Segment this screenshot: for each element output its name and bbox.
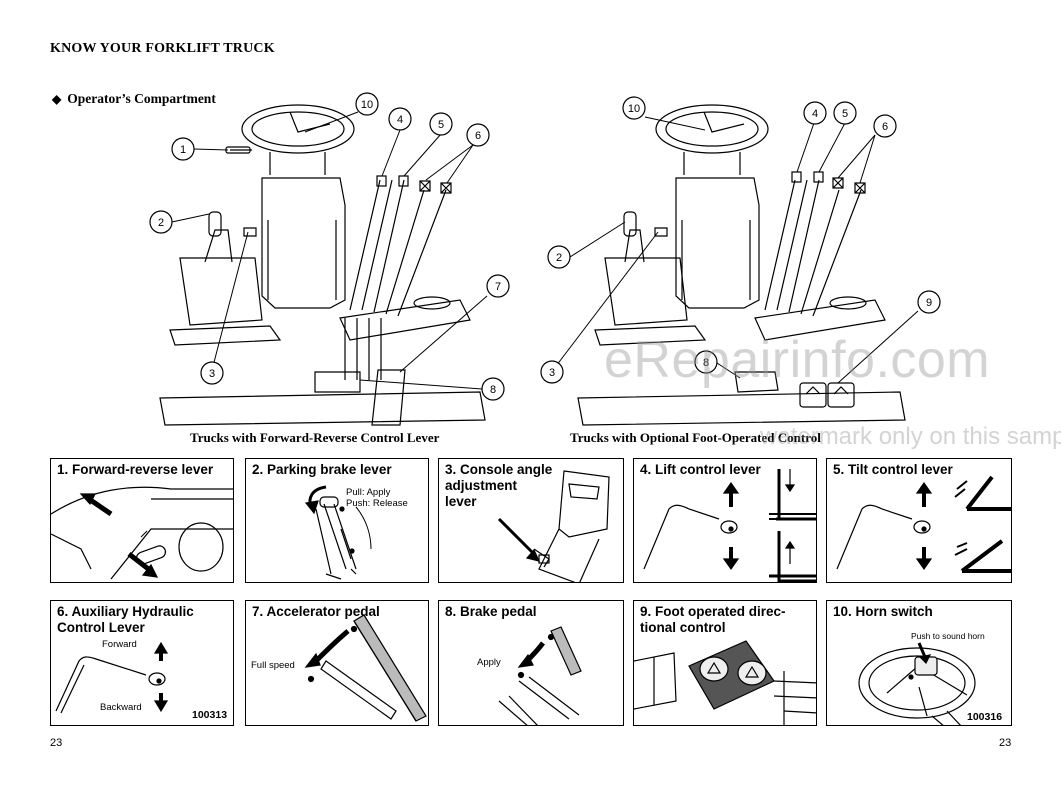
note-apply: Apply bbox=[477, 657, 501, 668]
page-number-left: 23 bbox=[50, 737, 63, 749]
watermark-sub: watermark only on this sample bbox=[760, 423, 1061, 450]
callout-label-left-2: 2 bbox=[158, 217, 164, 229]
callout-label-left-1: 1 bbox=[180, 144, 186, 156]
callout-label-right-5: 5 bbox=[842, 108, 848, 120]
page-title: KNOW YOUR FORKLIFT TRUCK bbox=[50, 41, 275, 56]
figure-code: 100316 bbox=[967, 711, 1003, 723]
callout-5-left bbox=[429, 112, 453, 136]
panel-foot-operated-directional-control: 9. Foot operated direc- tional control bbox=[633, 600, 817, 726]
callout-6-right bbox=[873, 114, 897, 138]
callout-7-left bbox=[486, 274, 510, 298]
note-push-to-sound-horn: Push to sound horn bbox=[911, 631, 985, 641]
callout-label-left-7: 7 bbox=[495, 281, 501, 293]
callout-6-left bbox=[466, 123, 490, 147]
caption-left: Trucks with Forward-Reverse Control Leve… bbox=[190, 430, 440, 445]
figure-code: 100313 bbox=[192, 709, 228, 721]
caption-right: Trucks with Optional Foot-Operated Contr… bbox=[570, 430, 821, 445]
callout-label-left-3: 3 bbox=[209, 368, 215, 380]
callout-5-right bbox=[833, 101, 857, 125]
panel-accelerator-pedal: 7. Accelerator pedal Full speed bbox=[245, 600, 429, 726]
panel-label: 9. Foot operated direc- tional control bbox=[640, 604, 786, 635]
callout-4-left bbox=[388, 107, 412, 131]
panel-console-angle-adjustment-lever: 3. Console angle adjustment lever bbox=[438, 458, 624, 583]
callout-2-right bbox=[547, 245, 571, 269]
callout-label-left-6: 6 bbox=[475, 130, 481, 142]
callout-8-right bbox=[694, 350, 718, 374]
callout-label-left-10: 10 bbox=[361, 99, 373, 111]
panel-label: 6. Auxiliary Hydraulic Control Lever bbox=[57, 604, 194, 635]
note-full-speed: Full speed bbox=[251, 660, 295, 671]
panel-tilt-control-lever: 5. Tilt control lever bbox=[826, 458, 1012, 583]
truck-left-illustration bbox=[159, 104, 486, 426]
panel-label: 5. Tilt control lever bbox=[833, 462, 953, 477]
panel-lift-control-lever: 4. Lift control lever bbox=[633, 458, 817, 583]
callout-label-right-4: 4 bbox=[812, 108, 818, 120]
page-number-right: 23 bbox=[999, 737, 1012, 749]
watermark: eRepairinfo.com bbox=[604, 331, 991, 389]
panel-auxiliary-hydraulic-control-lever: 6. Auxiliary Hydraulic Control Lever For… bbox=[50, 600, 234, 726]
callout-label-left-8: 8 bbox=[490, 384, 496, 396]
panel-label: 3. Console angle adjustment lever bbox=[445, 462, 553, 509]
note-pull-apply: Pull: Apply bbox=[346, 487, 391, 498]
operator-compartment-diagram: 1 2 3 4 5 6 7 8 10 2 3 4 5 6 8 9 10 bbox=[149, 92, 941, 426]
callout-4-right bbox=[803, 101, 827, 125]
callout-10-right bbox=[622, 96, 646, 120]
callout-label-left-4: 4 bbox=[397, 114, 403, 126]
note-forward: Forward bbox=[102, 639, 137, 650]
panel-label: 8. Brake pedal bbox=[445, 604, 537, 619]
callout-label-right-6: 6 bbox=[882, 121, 888, 133]
callout-3-right bbox=[540, 360, 564, 384]
callout-label-right-8: 8 bbox=[703, 357, 709, 369]
panel-label: 2. Parking brake lever bbox=[252, 462, 392, 477]
callout-label-right-10: 10 bbox=[628, 103, 640, 115]
panel-label: 1. Forward-reverse lever bbox=[57, 462, 214, 477]
panel-horn-switch: 10. Horn switch Push to sound horn 10031… bbox=[826, 600, 1012, 726]
truck-right-illustration bbox=[577, 104, 906, 426]
callout-1-left bbox=[171, 137, 195, 161]
note-push-release: Push: Release bbox=[346, 498, 408, 509]
panel-parking-brake-lever: 2. Parking brake lever Pull: Apply Push:… bbox=[245, 458, 429, 583]
panel-forward-reverse-lever: 1. Forward-reverse lever bbox=[50, 458, 234, 583]
diamond-bullet-icon: ◆ bbox=[52, 92, 62, 106]
section-heading-text: Operator’s Compartment bbox=[67, 91, 216, 106]
callout-8-left bbox=[481, 377, 505, 401]
callout-label-right-9: 9 bbox=[926, 297, 932, 309]
panel-brake-pedal: 8. Brake pedal Apply bbox=[438, 600, 624, 726]
panel-label: 7. Accelerator pedal bbox=[252, 604, 380, 619]
note-backward: Backward bbox=[100, 702, 142, 713]
callout-label-right-3: 3 bbox=[549, 367, 555, 379]
callout-2-left bbox=[149, 210, 173, 234]
callout-label-right-2: 2 bbox=[556, 252, 562, 264]
panel-label: 4. Lift control lever bbox=[640, 462, 761, 477]
callout-9-right bbox=[917, 290, 941, 314]
callout-10-left bbox=[355, 92, 379, 116]
callout-3-left bbox=[200, 361, 224, 385]
panel-label: 10. Horn switch bbox=[833, 604, 933, 619]
section-heading: ◆ Operator’s Compartment bbox=[52, 91, 216, 107]
callout-label-left-5: 5 bbox=[438, 119, 444, 131]
